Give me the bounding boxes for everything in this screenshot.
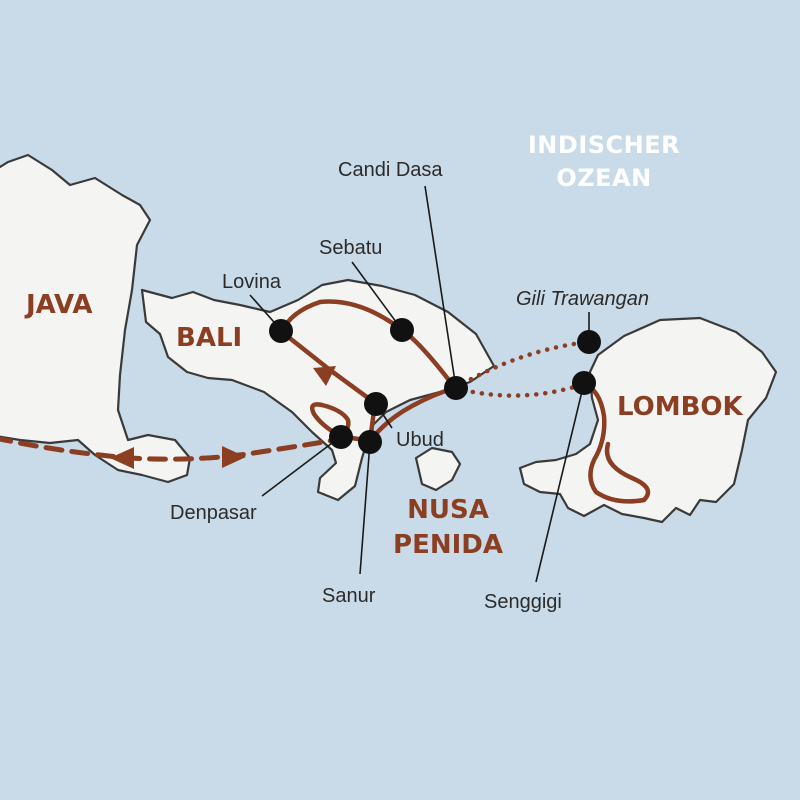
leader-denpasar [261, 436, 341, 497]
leader-senggigi [535, 382, 585, 583]
ocean-label-line2: OZEAN [556, 164, 651, 192]
place-label-lovina: Lovina [222, 271, 282, 293]
nusa-penida-island [414, 446, 462, 492]
ferry-route-java-bali [0, 436, 338, 462]
leader-sanur [359, 441, 371, 575]
region-label-penida: PENIDA [393, 530, 503, 560]
leader-candi-dasa [424, 185, 457, 389]
route-bali-circuit [279, 299, 458, 444]
region-label-java: JAVA [24, 290, 93, 320]
place-label-sebatu: Sebatu [319, 237, 382, 259]
region-label-bali: BALI [176, 323, 242, 353]
route-arrow-north-icon [313, 366, 336, 386]
stop-sanur [358, 430, 382, 454]
stop-ubud [364, 392, 388, 416]
region-label-nusa: NUSA [407, 495, 489, 525]
ferry-route-bali-lombok [452, 381, 587, 398]
ferry-route-bali-gili [452, 339, 591, 391]
place-label-candi-dasa: Candi Dasa [338, 159, 443, 181]
place-label-gili-trawangan: Gili Trawangan [516, 288, 649, 310]
route-arrow-west-icon [110, 447, 134, 469]
stop-sebatu [390, 318, 414, 342]
stop-gili-trawangan [577, 330, 601, 354]
region-label-lombok: LOMBOK [617, 392, 744, 422]
java-island [0, 153, 192, 484]
leader-sebatu [351, 261, 403, 331]
stop-candi-dasa [444, 376, 468, 400]
place-label-denpasar: Denpasar [170, 502, 257, 524]
stop-denpasar [329, 425, 353, 449]
place-label-ubud: Ubud [396, 429, 444, 451]
route-lombok-loop [581, 381, 651, 504]
ocean-label-line1: INDISCHER [528, 131, 680, 159]
stop-lovina [269, 319, 293, 343]
lombok-island [518, 316, 778, 524]
stop-senggigi [572, 371, 596, 395]
route-arrow-east-icon [222, 446, 246, 468]
place-label-sanur: Sanur [322, 585, 376, 607]
place-label-senggigi: Senggigi [484, 591, 562, 613]
route-denpasar-loop [310, 402, 351, 439]
